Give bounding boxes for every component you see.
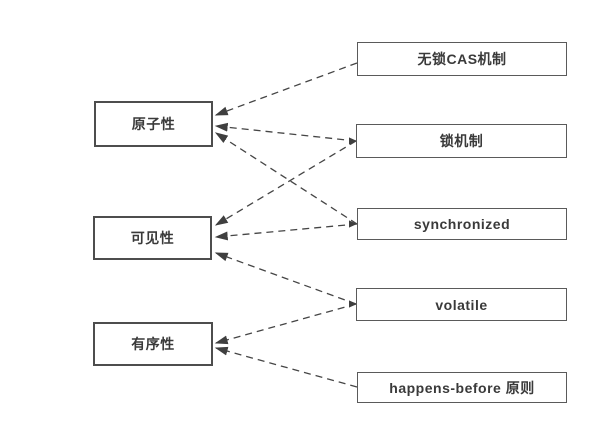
node-visibility: 可见性	[93, 216, 212, 260]
connector-line-volatile-to-ordering	[214, 303, 357, 345]
node-synchronized: synchronized	[357, 208, 567, 240]
node-cas-label: 无锁CAS机制	[417, 51, 507, 67]
node-visibility-label: 可见性	[130, 230, 175, 246]
connector-line-sync-to-atomicity	[214, 132, 358, 225]
arrowhead	[349, 137, 357, 145]
node-ordering: 有序性	[93, 322, 213, 366]
connector-line-cas-to-atomicity	[214, 62, 358, 116]
connector-line-sync-to-visibility	[214, 223, 358, 241]
node-ordering-label: 有序性	[131, 336, 175, 352]
node-atomicity: 原子性	[94, 101, 213, 147]
node-volatile: volatile	[356, 288, 567, 321]
node-cas-mechanism: 无锁CAS机制	[357, 42, 567, 76]
connector-line-lock-to-atomicity	[214, 122, 357, 142]
arrowhead	[349, 300, 357, 308]
edge-convergence-arrows	[349, 137, 357, 308]
node-lock-label: 锁机制	[439, 133, 484, 149]
connector-line-volatile-to-visibility	[214, 252, 357, 305]
node-atomicity-label: 原子性	[131, 116, 176, 132]
node-happens-before-label: happens-before 原则	[389, 379, 535, 396]
connector-line-happens-to-ordering	[214, 346, 358, 388]
edge-lines	[214, 62, 358, 388]
arrowhead	[349, 220, 357, 228]
node-happens-before: happens-before 原则	[357, 372, 567, 403]
connector-line-lock-to-visibility	[214, 140, 357, 226]
node-volatile-label: volatile	[435, 296, 488, 313]
node-synchronized-label: synchronized	[413, 216, 511, 232]
node-lock-mechanism: 锁机制	[356, 124, 567, 158]
